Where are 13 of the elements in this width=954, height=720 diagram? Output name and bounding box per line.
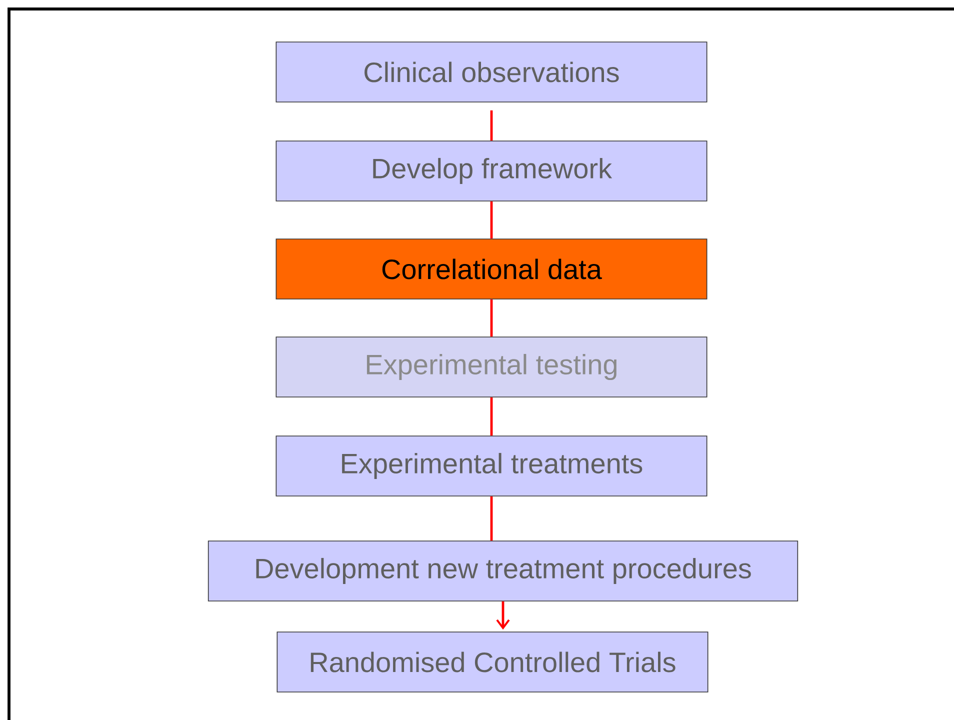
connector: [490, 299, 493, 337]
process-box: Correlational data: [276, 238, 708, 300]
connector: [496, 601, 510, 630]
process-box: Development new treatment procedures: [208, 540, 798, 602]
process-box: Randomised Controlled Trials: [276, 632, 708, 692]
process-box: Experimental testing: [276, 336, 708, 398]
process-box: Experimental treatments: [276, 436, 708, 496]
connector: [490, 110, 493, 141]
process-box: Develop framework: [276, 140, 708, 202]
connector: [490, 496, 493, 541]
process-box: Clinical observations: [276, 42, 708, 102]
connector: [490, 201, 493, 239]
connector: [490, 397, 493, 436]
